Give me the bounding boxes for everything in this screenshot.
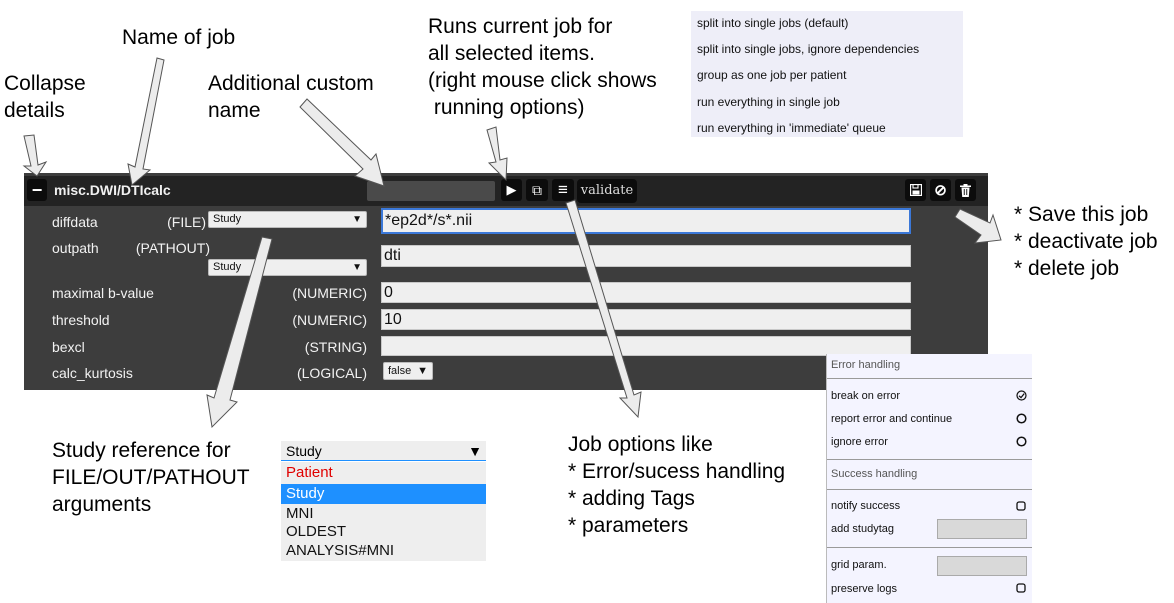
menu-item-split-single[interactable]: split into single jobs (default) (697, 16, 849, 30)
checkbox-icon[interactable] (1016, 501, 1026, 511)
add-studytag-input[interactable] (937, 519, 1027, 539)
caret-down-icon: ▼ (352, 262, 362, 273)
value-input-bexcl[interactable] (381, 336, 911, 356)
caret-down-icon: ▼ (468, 443, 482, 459)
logical-select-calc-kurtosis[interactable]: false ▼ (383, 362, 433, 380)
radio-icon[interactable] (1016, 436, 1027, 447)
job-title: misc.DWI/DTIcalc (54, 182, 171, 198)
floppy-icon (909, 184, 922, 196)
caret-down-icon: ▼ (417, 365, 428, 377)
job-options-button[interactable]: ≡ (552, 179, 574, 201)
param-type-threshold: (NUMERIC) (292, 312, 367, 328)
annotation-study-reference: Study reference for FILE/OUT/PATHOUT arg… (52, 439, 250, 516)
collapse-button[interactable]: − (27, 179, 47, 201)
param-name-outpath: outpath (52, 240, 99, 256)
param-type-bexcl: (STRING) (304, 339, 367, 355)
study-option-mni[interactable]: MNI (286, 505, 314, 522)
error-handling-heading: Error handling (831, 359, 901, 371)
value-input-outpath[interactable]: dti (381, 245, 911, 267)
run-options-menu: split into single jobs (default) split i… (691, 11, 963, 137)
value-input-diffdata[interactable]: *ep2d*/s*.nii (381, 208, 911, 234)
param-name-max-b-value: maximal b-value (52, 285, 154, 301)
success-handling-heading: Success handling (831, 468, 918, 480)
checkbox-icon[interactable] (1016, 583, 1026, 593)
menu-icon: ≡ (558, 180, 568, 199)
param-name-diffdata: diffdata (52, 214, 98, 230)
run-button[interactable]: ▶ (501, 179, 522, 201)
study-select-outpath[interactable]: Study ▼ (208, 259, 367, 276)
study-dropdown-selected[interactable]: Study ▼ (281, 441, 486, 461)
param-type-calc-kurtosis: (LOGICAL) (296, 365, 367, 381)
logical-select-value: false (388, 365, 412, 377)
menu-item-group-per-patient[interactable]: group as one job per patient (697, 68, 847, 82)
value-input-max-b-value[interactable]: 0 (381, 282, 911, 303)
arrow-collapse (22, 134, 48, 177)
value-input-threshold[interactable]: 10 (381, 309, 911, 330)
arrow-name-of-job (127, 57, 165, 186)
param-type-outpath: (PATHOUT) (135, 240, 210, 256)
copy-button[interactable]: ⧉ (526, 179, 548, 201)
annotation-save-deactivate-delete: * Save this job * deactivate job * delet… (1014, 203, 1158, 280)
param-name-calc-kurtosis: calc_kurtosis (52, 365, 133, 381)
delete-button[interactable] (955, 179, 976, 201)
add-studytag-label: add studytag (831, 523, 894, 535)
annotation-name-of-job: Name of job (122, 26, 236, 49)
custom-name-input[interactable] (367, 181, 495, 201)
job-options-panel: Error handling break on error report err… (826, 354, 1032, 603)
study-option-patient[interactable]: Patient (286, 464, 333, 481)
deactivate-button[interactable]: ⊘ (930, 179, 951, 201)
radio-icon[interactable] (1016, 413, 1027, 424)
play-icon: ▶ (506, 182, 517, 197)
caret-down-icon: ▼ (352, 214, 362, 225)
grid-param-label: grid param. (831, 559, 887, 571)
menu-item-run-single-job[interactable]: run everything in single job (697, 95, 840, 109)
study-option-study[interactable]: Study (286, 485, 325, 502)
validate-button[interactable]: validate (577, 179, 637, 203)
save-button[interactable] (905, 179, 926, 201)
param-name-bexcl: bexcl (52, 339, 85, 355)
param-type-diffdata: (FILE) (167, 214, 206, 230)
ignore-error-label: ignore error (831, 436, 888, 448)
annotation-job-options: Job options like * Error/sucess handling… (568, 433, 786, 537)
study-select-diffdata[interactable]: Study ▼ (208, 211, 367, 228)
preserve-logs-label: preserve logs (831, 583, 898, 595)
annotation-collapse-details: Collapse details (4, 72, 86, 122)
notify-success-label: notify success (831, 500, 901, 512)
radio-checked-icon[interactable] (1016, 390, 1027, 401)
param-name-threshold: threshold (52, 312, 110, 328)
study-option-oldest[interactable]: OLDEST (286, 523, 347, 540)
trash-icon (960, 183, 971, 197)
annotation-custom-name: Additional custom name (208, 72, 374, 122)
grid-param-input[interactable] (937, 556, 1027, 576)
study-dropdown: Study ▼ Patient Study MNI OLDEST ANALYSI… (281, 441, 486, 561)
annotation-runs-current-job: Runs current job for all selected items.… (428, 15, 657, 119)
report-error-label: report error and continue (831, 413, 953, 425)
study-option-analysis-mni[interactable]: ANALYSIS#MNI (286, 542, 395, 559)
study-option-highlight (281, 484, 486, 504)
menu-item-run-immediate[interactable]: run everything in 'immediate' queue (697, 121, 886, 135)
param-type-max-b-value: (NUMERIC) (292, 285, 367, 301)
copy-icon: ⧉ (532, 181, 542, 198)
menu-item-split-ignore-deps[interactable]: split into single jobs, ignore dependenc… (697, 42, 920, 56)
study-select-value: Study (213, 213, 242, 225)
deactivate-icon: ⊘ (934, 182, 947, 199)
break-on-error-label: break on error (831, 390, 901, 402)
study-selected-value: Study (286, 443, 322, 459)
study-select-value: Study (213, 261, 242, 273)
